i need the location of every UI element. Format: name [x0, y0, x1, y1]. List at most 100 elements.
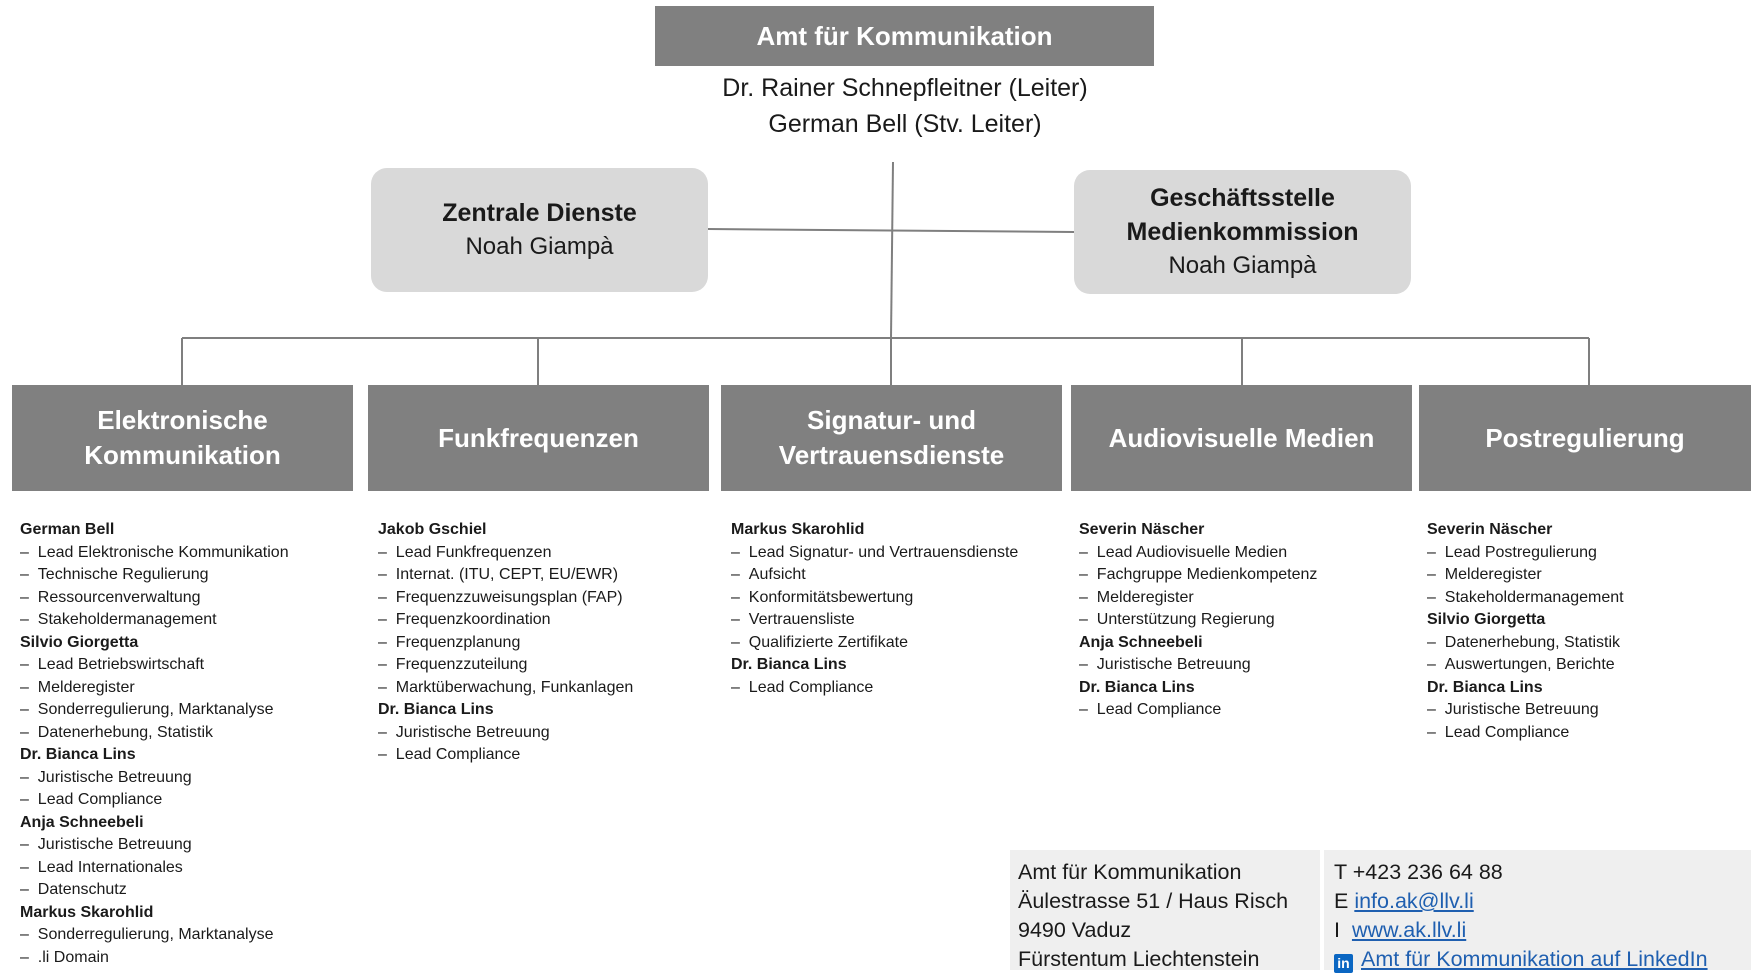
dept-column-4: Severin NäscherLead PostregulierungMelde… [1427, 519, 1624, 744]
dept-title-line: Vertrauensdienste [778, 440, 1005, 470]
dept-title-line: Funkfrequenzen [438, 422, 639, 453]
task-item: Juristische Betreuung [20, 767, 289, 790]
task-item: Juristische Betreuung [378, 722, 633, 745]
task-item: Lead Betriebswirtschaft [20, 654, 289, 677]
task-item: Frequenzplanung [378, 632, 633, 655]
dept-box-elektronische-kommunikation: Elektronische Kommunikation [12, 385, 353, 491]
person-name: Dr. Bianca Lins [20, 746, 136, 763]
task-item: Frequenzzuteilung [378, 654, 633, 677]
dept-box-signatur-vertrauensdienste: Signatur- und Vertrauensdienste [721, 385, 1062, 491]
task-item: Melderegister [20, 677, 289, 700]
person-name: Severin Näscher [1427, 521, 1553, 538]
task-item: .li Domain [20, 947, 289, 970]
task-item: Datenschutz [20, 879, 289, 902]
email-link[interactable]: info.ak@llv.li [1354, 889, 1474, 913]
task-item: Technische Regulierung [20, 564, 289, 587]
task-item: Sonderregulierung, Marktanalyse [20, 924, 289, 947]
staff-box-geschaeftsstelle: Geschäftsstelle Medienkommission Noah Gi… [1074, 170, 1411, 294]
task-item: Internat. (ITU, CEPT, EU/EWR) [378, 564, 633, 587]
dept-title-line: Audiovisuelle Medien [1108, 422, 1375, 453]
task-item: Ressourcenverwaltung [20, 587, 289, 610]
email-line: E info.ak@llv.li [1334, 887, 1751, 916]
task-item: Sonderregulierung, Marktanalyse [20, 699, 289, 722]
dept-box-funkfrequenzen: Funkfrequenzen [368, 385, 709, 491]
task-item: Stakeholdermanagement [1427, 587, 1624, 610]
person-name: Jakob Gschiel [378, 521, 487, 538]
linkedin-link[interactable]: Amt für Kommunikation auf LinkedIn [1361, 947, 1708, 971]
person-name: Dr. Bianca Lins [1079, 678, 1195, 696]
head-office-title: Amt für Kommunikation [756, 20, 1053, 51]
task-item: Frequenzzuweisungsplan (FAP) [378, 587, 633, 610]
dept-title-line: Kommunikation [84, 440, 281, 470]
task-item: Aufsicht [731, 564, 1018, 587]
person-name: Anja Schneebeli [20, 813, 144, 831]
footer-address: Amt für Kommunikation Äulestrasse 51 / H… [1010, 850, 1320, 971]
person-name: Severin Näscher [1079, 521, 1205, 538]
person-name: Markus Skarohlid [731, 521, 865, 538]
person-name: Dr. Bianca Lins [1427, 678, 1543, 696]
task-item: Juristische Betreuung [20, 834, 289, 857]
staff-person: Noah Giampà [465, 233, 614, 260]
address-line: Fürstentum Liechtenstein [1018, 947, 1260, 971]
task-item: Lead Compliance [1427, 722, 1624, 745]
linkedin-icon[interactable]: in [1334, 954, 1353, 973]
task-item: Auswertungen, Berichte [1427, 654, 1624, 677]
task-item: Lead Internationales [20, 857, 289, 880]
task-item: Stakeholdermanagement [20, 609, 289, 632]
head-office-leaders: Dr. Rainer Schnepfleitner (Leiter) Germa… [650, 70, 1160, 142]
person-name: Dr. Bianca Lins [378, 701, 494, 718]
head-deputy: German Bell (Stv. Leiter) [768, 110, 1042, 138]
dept-box-postregulierung: Postregulierung [1419, 385, 1751, 491]
dept-column-1: Jakob GschielLead FunkfrequenzenInternat… [378, 519, 633, 767]
staff-person: Noah Giampà [1168, 252, 1317, 279]
person-name: Dr. Bianca Lins [731, 656, 847, 673]
task-item: Lead Funkfrequenzen [378, 542, 633, 565]
staff-title-line: Geschäftsstelle [1150, 184, 1335, 212]
staff-title-line: Zentrale Dienste [442, 199, 637, 227]
task-item: Marktüberwachung, Funkanlagen [378, 677, 633, 700]
phone-line: T +423 236 64 88 [1334, 860, 1503, 884]
task-item: Lead Compliance [20, 789, 289, 812]
dept-column-2: Markus SkarohlidLead Signatur- und Vertr… [731, 519, 1018, 699]
task-item: Frequenzkoordination [378, 609, 633, 632]
task-item: Unterstützung Regierung [1079, 609, 1317, 632]
task-item: Melderegister [1079, 587, 1317, 610]
dept-box-audiovisuelle-medien: Audiovisuelle Medien [1071, 385, 1412, 491]
address-line: 9490 Vaduz [1018, 918, 1132, 942]
task-item: Lead Compliance [1079, 699, 1317, 722]
task-item: Juristische Betreuung [1427, 699, 1624, 722]
web-link[interactable]: www.ak.llv.li [1351, 918, 1467, 942]
email-prefix: E [1334, 889, 1349, 913]
task-item: Lead Postregulierung [1427, 542, 1624, 565]
task-item: Datenerhebung, Statistik [20, 722, 289, 745]
staff-title-line: Medienkommission [1126, 218, 1359, 246]
address-line: Amt für Kommunikation [1018, 860, 1242, 884]
task-item: Juristische Betreuung [1079, 654, 1317, 677]
linkedin-line: in Amt für Kommunikation auf LinkedIn [1334, 945, 1751, 974]
task-item: Konformitätsbewertung [731, 587, 1018, 610]
task-item: Lead Compliance [378, 744, 633, 767]
head-leader: Dr. Rainer Schnepfleitner (Leiter) [722, 74, 1088, 102]
person-name: Markus Skarohlid [20, 903, 154, 921]
staff-title: Geschäftsstelle Medienkommission [1127, 181, 1359, 249]
task-item: Lead Signatur- und Vertrauensdienste [731, 542, 1019, 565]
person-name: German Bell [20, 521, 115, 538]
web-prefix: I [1334, 918, 1340, 942]
dept-column-3: Severin NäscherLead Audiovisuelle Medien… [1079, 519, 1317, 722]
dept-title-line: Signatur- und [807, 405, 976, 435]
task-item: Melderegister [1427, 564, 1624, 587]
person-name: Silvio Giorgetta [1427, 611, 1546, 628]
address-line: Äulestrasse 51 / Haus Risch [1018, 889, 1289, 913]
dept-column-0: German BellLead Elektronische Kommunikat… [20, 519, 289, 969]
task-item: Datenerhebung, Statistik [1427, 632, 1624, 655]
task-item: Lead Elektronische Kommunikation [20, 542, 289, 565]
task-item: Qualifizierte Zertifikate [731, 632, 1018, 655]
staff-title: Zentrale Dienste [442, 196, 637, 230]
task-item: Vertrauensliste [731, 609, 1018, 632]
person-name: Silvio Giorgetta [20, 633, 139, 651]
staff-box-zentrale-dienste: Zentrale Dienste Noah Giampà [371, 168, 708, 292]
person-name: Anja Schneebeli [1079, 633, 1203, 651]
dept-title-line: Postregulierung [1485, 422, 1685, 453]
footer-contact: T +423 236 64 88 E info.ak@llv.li I www.… [1324, 850, 1751, 973]
